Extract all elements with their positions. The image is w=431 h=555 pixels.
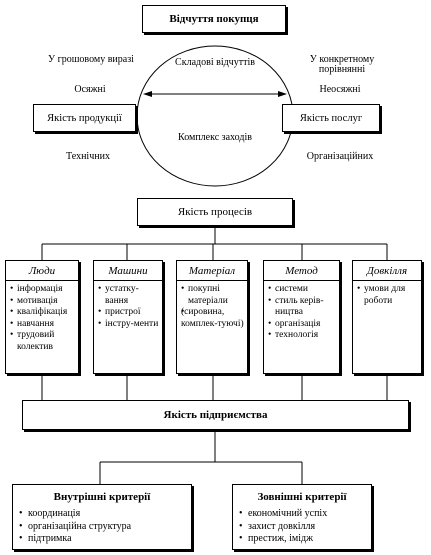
criteria-item: координація bbox=[19, 508, 187, 521]
column-item: навчання bbox=[10, 319, 76, 331]
right-label-top: У конкретному порівнянні bbox=[309, 54, 375, 75]
column-item: умови для роботи bbox=[357, 284, 419, 307]
internal-criteria-title: Внутрішні критерії bbox=[53, 491, 151, 503]
column-environment: Довкілля умови для роботи bbox=[352, 260, 422, 374]
column-item: устатку-вання bbox=[98, 284, 160, 307]
criteria-item: престиж, імідж bbox=[239, 533, 367, 546]
arrow-left-head bbox=[143, 91, 152, 97]
column-item: системи bbox=[268, 284, 337, 296]
left-label-bottom: Технічних bbox=[66, 151, 110, 162]
circle-lower-label: Комплекс заходів bbox=[178, 132, 252, 143]
product-quality-box: Якість продукції bbox=[33, 104, 136, 132]
arrow-right-head bbox=[278, 91, 287, 97]
criteria-item: організаційна структура bbox=[19, 521, 187, 534]
buyer-perception-label: Відчуття покупця bbox=[169, 13, 259, 25]
column-header: Машини bbox=[94, 261, 162, 281]
column-header: Матеріал bbox=[177, 261, 247, 281]
column-item: (сировина, комплек-туючі) bbox=[181, 307, 245, 330]
column-item: пристрої bbox=[98, 307, 160, 319]
column-people: Люди інформація мотивація кваліфікація н… bbox=[5, 260, 79, 374]
product-quality-label: Якість продукції bbox=[47, 112, 122, 124]
column-item: покупні матеріали bbox=[181, 284, 245, 307]
criteria-item: економічний успіх bbox=[239, 508, 367, 521]
service-quality-box: Якість послуг bbox=[282, 104, 380, 132]
column-header: Метод bbox=[264, 261, 339, 281]
enterprise-quality-label: Якість підприємства bbox=[163, 409, 268, 421]
left-label-mid: Осяжні bbox=[74, 84, 106, 95]
column-item: трудовий колектив bbox=[10, 330, 76, 353]
enterprise-quality-box: Якість підприємства bbox=[22, 400, 409, 430]
column-header: Довкілля bbox=[353, 261, 421, 281]
internal-criteria-box: Внутрішні критерії координація організац… bbox=[12, 484, 192, 550]
right-label-mid: Неосяжні bbox=[319, 84, 361, 95]
column-method: Метод системи стиль керів-ництва організ… bbox=[263, 260, 340, 374]
process-quality-label: Якість процесів bbox=[177, 206, 253, 218]
column-machines: Машини устатку-вання пристрої інстру-мен… bbox=[93, 260, 163, 374]
column-item: стиль керів-ництва bbox=[268, 296, 337, 319]
column-item: технологія bbox=[268, 330, 337, 342]
external-criteria-title: Зовнішні критерії bbox=[257, 491, 347, 503]
column-item: мотивація bbox=[10, 296, 76, 308]
process-quality-box: Якість процесів bbox=[137, 198, 293, 226]
column-item: інформація bbox=[10, 284, 76, 296]
left-label-top: У грошовому виразі bbox=[48, 54, 134, 65]
right-label-bottom: Організаційних bbox=[306, 151, 374, 162]
column-item: кваліфікація bbox=[10, 307, 76, 319]
buyer-perception-box: Відчуття покупця bbox=[142, 5, 286, 33]
column-material: Матеріал покупні матеріали (сировина, ко… bbox=[176, 260, 248, 374]
column-header: Люди bbox=[6, 261, 78, 281]
column-item: організація bbox=[268, 319, 337, 331]
circle-upper-label: Складові відчуттів bbox=[175, 57, 255, 68]
column-item: інстру-менти bbox=[98, 319, 160, 331]
criteria-item: підтримка bbox=[19, 533, 187, 546]
service-quality-label: Якість послуг bbox=[299, 112, 363, 124]
criteria-item: захист довкілля bbox=[239, 521, 367, 534]
external-criteria-box: Зовнішні критерії економічний успіх захи… bbox=[232, 484, 372, 550]
